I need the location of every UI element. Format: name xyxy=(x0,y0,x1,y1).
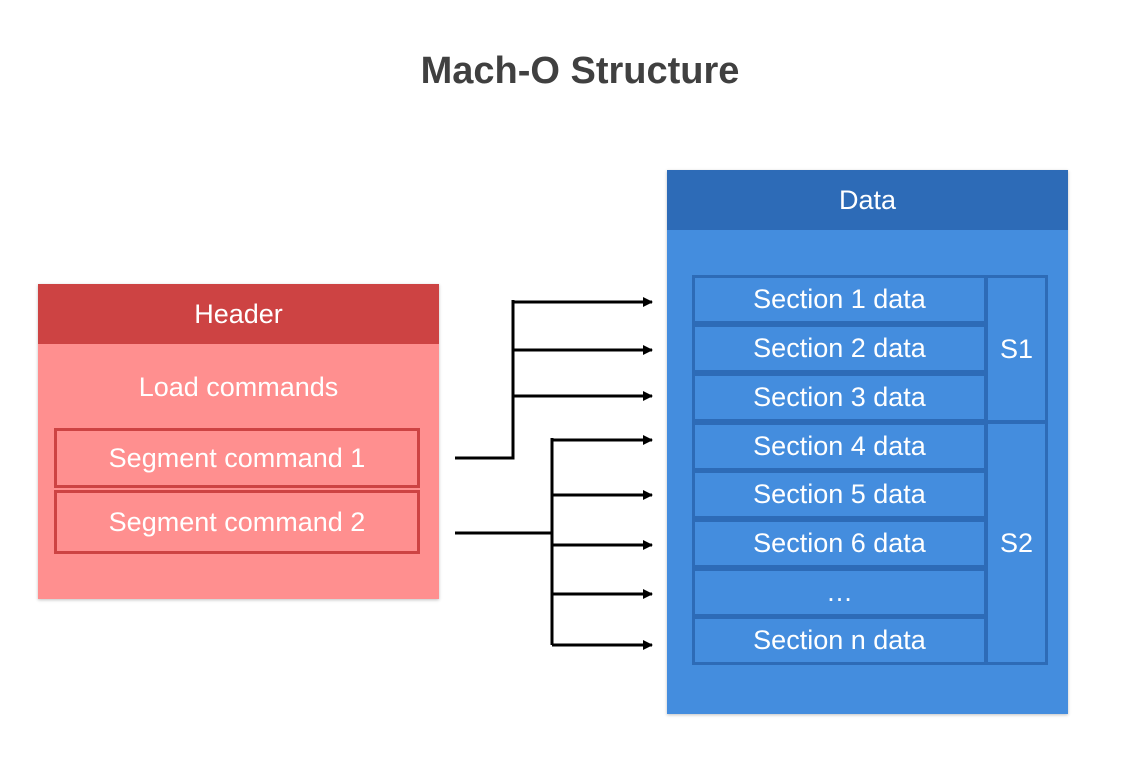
header-label: Header xyxy=(38,284,439,344)
header-structure-box: Header Load commands Segment command 1 S… xyxy=(38,284,439,599)
diagram-title: Mach-O Structure xyxy=(420,50,740,92)
section-row-2: Section 2 data xyxy=(692,324,987,373)
section-row-ellipsis: … xyxy=(692,568,987,617)
section-row-4: Section 4 data xyxy=(692,422,987,471)
segment-command-1: Segment command 1 xyxy=(54,428,420,488)
segment-1-connector xyxy=(455,297,653,460)
section-row-5: Section 5 data xyxy=(692,470,987,519)
section-row-n: Section n data xyxy=(692,616,987,665)
segment-1-trunk xyxy=(455,300,515,460)
section-row-3: Section 3 data xyxy=(692,373,987,422)
group-s2: S2 xyxy=(985,421,1048,665)
segment-2-connector xyxy=(455,435,653,650)
section-row-1: Section 1 data xyxy=(692,275,987,324)
load-commands-label: Load commands xyxy=(138,372,339,402)
data-label: Data xyxy=(667,170,1068,230)
section-row-6: Section 6 data xyxy=(692,519,987,568)
segment-command-2: Segment command 2 xyxy=(54,490,420,554)
data-structure-box: Data Section 1 data Section 2 data Secti… xyxy=(667,170,1068,714)
